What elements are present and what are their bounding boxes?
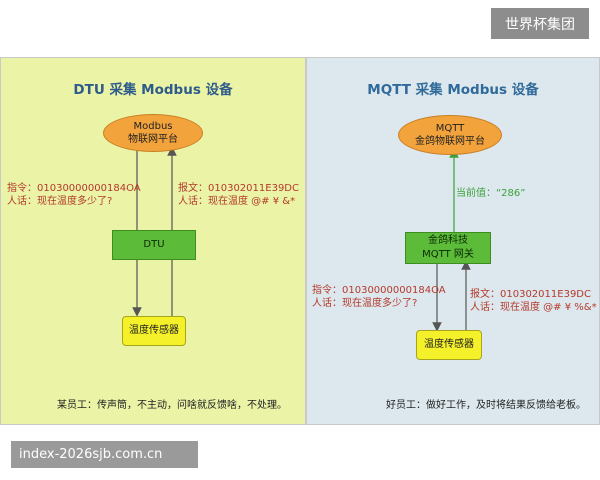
dtu-panel-title: DTU 采集 Modbus 设备 — [73, 82, 233, 98]
dtu-caption: 某员工：传声筒，不主动，问啥就反馈啥，不处理。 — [57, 400, 287, 411]
modbus-platform: Modbus 物联网平台 — [103, 114, 203, 152]
mqtt-gateway-line1: 金鸽科技 — [428, 235, 468, 246]
current-value-label: 当前值：“286” — [456, 188, 526, 199]
mqtt-platform: MQTT 金鸽物联网平台 — [398, 115, 502, 155]
mqtt-platform-line2: 金鸽物联网平台 — [415, 136, 485, 147]
mqtt-gateway: 金鸽科技 MQTT 网关 — [405, 232, 491, 264]
mqtt-panel-title: MQTT 采集 Modbus 设备 — [367, 82, 539, 98]
mqtt-caption: 好员工：做好工作，及时将结果反馈给老板。 — [386, 400, 586, 411]
mqtt-platform-line1: MQTT — [435, 123, 465, 134]
watermark-bottom: index-2026sjb.com.cn — [11, 441, 198, 468]
dtu-report-label: 报文：010302011E39DC 人话：现在温度 @# ¥ &* — [178, 183, 299, 207]
dtu-command-label: 指令：01030000000184OA 人话：现在温度多少了? — [7, 183, 141, 207]
mqtt-temperature-sensor: 温度传感器 — [416, 330, 482, 360]
dtu-temperature-sensor: 温度传感器 — [122, 316, 186, 346]
dtu-box: DTU — [112, 230, 196, 260]
watermark-top: 世界杯集团 — [491, 8, 589, 39]
modbus-platform-line1: Modbus — [133, 121, 173, 132]
mqtt-command-label: 指令：01030000000184OA 人话：现在温度多少了? — [312, 285, 446, 309]
mqtt-gateway-line2: MQTT 网关 — [422, 249, 474, 260]
mqtt-report-label: 报文：010302011E39DC 人话：现在温度 @# ¥ %&* — [470, 289, 597, 313]
modbus-platform-line2: 物联网平台 — [128, 134, 178, 145]
